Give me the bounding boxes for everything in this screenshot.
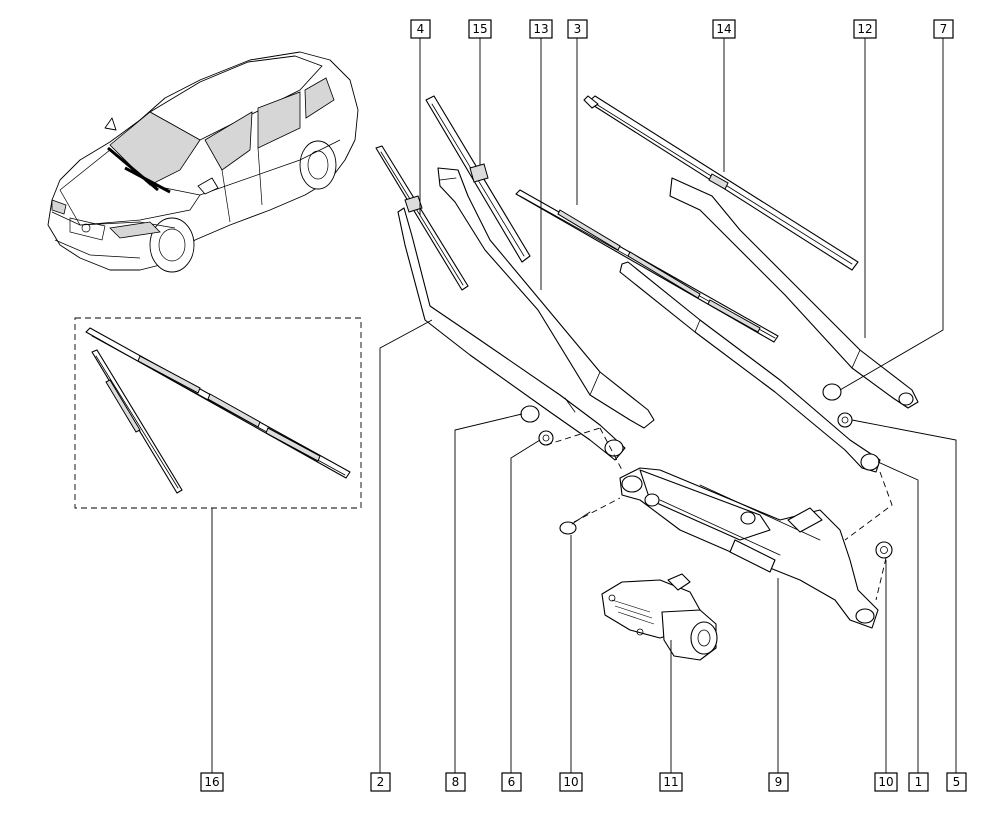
callout-5: 5 bbox=[946, 772, 967, 792]
callout-2: 2 bbox=[370, 772, 391, 792]
callout-10-right-label: 10 bbox=[878, 775, 893, 789]
kit-long-blade bbox=[85, 327, 351, 479]
callout-1: 1 bbox=[908, 772, 929, 792]
callout-10-right: 10 bbox=[874, 772, 898, 792]
assembly-dashed-lines bbox=[545, 427, 893, 601]
wiper-arm-2 bbox=[397, 207, 626, 461]
callout-6: 6 bbox=[501, 772, 522, 792]
callout-10-left: 10 bbox=[559, 772, 583, 792]
callout-3-label: 3 bbox=[574, 22, 582, 36]
nut-5 bbox=[837, 412, 853, 428]
bolt-10-left bbox=[559, 511, 591, 535]
blade-kit-group bbox=[74, 317, 362, 509]
callout-14: 14 bbox=[712, 19, 736, 39]
nut-6 bbox=[538, 430, 554, 446]
leader-lines bbox=[211, 38, 957, 773]
callout-1-label: 1 bbox=[915, 775, 923, 789]
wiper-arm-1 bbox=[619, 261, 881, 473]
callout-11: 11 bbox=[659, 772, 683, 792]
callout-10-left-label: 10 bbox=[563, 775, 578, 789]
wiper-blade-15 bbox=[425, 95, 531, 263]
callout-11-label: 11 bbox=[663, 775, 678, 789]
wiper-motor-11 bbox=[601, 573, 718, 661]
callout-13-label: 13 bbox=[533, 22, 548, 36]
car-illustration bbox=[47, 51, 359, 273]
callout-4: 4 bbox=[410, 19, 431, 39]
wiper-arm-12 bbox=[669, 177, 919, 409]
callout-16: 16 bbox=[200, 772, 224, 792]
callout-8-label: 8 bbox=[452, 775, 460, 789]
callout-14-label: 14 bbox=[716, 22, 731, 36]
wiper-blade-3 bbox=[515, 189, 779, 343]
nut-10-right bbox=[875, 541, 893, 559]
nut-cap-7 bbox=[822, 383, 842, 401]
wiper-blade-14 bbox=[583, 95, 859, 271]
callout-9: 9 bbox=[768, 772, 789, 792]
callout-13: 13 bbox=[529, 19, 553, 39]
callout-4-label: 4 bbox=[417, 22, 425, 36]
callout-15-label: 15 bbox=[472, 22, 487, 36]
callout-2-label: 2 bbox=[377, 775, 385, 789]
kit-short-blade bbox=[91, 349, 183, 494]
callout-12-label: 12 bbox=[857, 22, 872, 36]
wiper-arm-13 bbox=[437, 167, 655, 429]
callout-3: 3 bbox=[567, 19, 588, 39]
kit-dashed-frame bbox=[74, 317, 362, 509]
wiper-blade-4 bbox=[375, 145, 469, 291]
callout-8: 8 bbox=[445, 772, 466, 792]
callout-12: 12 bbox=[853, 19, 877, 39]
callout-6-label: 6 bbox=[508, 775, 516, 789]
callout-7: 7 bbox=[933, 19, 954, 39]
callout-5-label: 5 bbox=[953, 775, 961, 789]
callout-15: 15 bbox=[468, 19, 492, 39]
callout-7-label: 7 bbox=[940, 22, 948, 36]
callout-9-label: 9 bbox=[775, 775, 783, 789]
callout-16-label: 16 bbox=[204, 775, 219, 789]
wiper-linkage-9 bbox=[619, 467, 879, 629]
nut-cap-8 bbox=[520, 405, 540, 423]
